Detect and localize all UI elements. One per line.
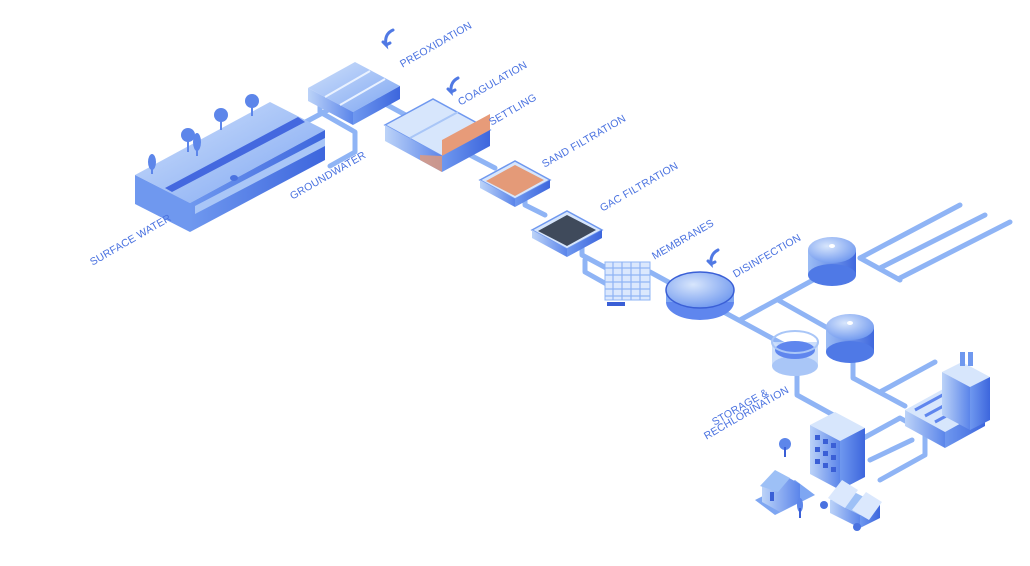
sand-filter [478, 160, 552, 207]
disinfection-basin [665, 271, 735, 320]
settling-basin [383, 98, 492, 172]
pipe-membranes-bypass [582, 257, 613, 289]
gac-filter [530, 210, 604, 257]
industrial-facility [905, 352, 990, 448]
pipe-settling-to-sand [467, 152, 498, 171]
pipe-grid-top-1 [857, 202, 963, 261]
pipes [297, 97, 1013, 483]
pipe-grid-top-2 [877, 212, 988, 271]
pipe-membranes-to-disinfection [647, 269, 675, 287]
residential-houses [755, 438, 882, 531]
storage-rechlorination-tank [771, 330, 819, 376]
pipe-storage-to-building [794, 372, 838, 419]
apartment-building [810, 412, 865, 490]
pipe-tank2-to-industry [850, 357, 908, 409]
disinfection-arrow-icon [706, 248, 720, 269]
preoxidation-arrow-icon [381, 28, 395, 50]
water-tower-tank-2 [826, 314, 874, 363]
tree-icons [148, 94, 259, 174]
pipe-grid-top-3 [897, 219, 1013, 281]
preoxidation-tank [308, 62, 400, 125]
pipe-groundwater [317, 97, 358, 169]
coagulation-arrow-icon [446, 76, 460, 97]
pipe-grid-top-spine [857, 255, 903, 283]
pipe-building-grid-2 [867, 437, 915, 463]
pipe-industry-grid [877, 359, 938, 395]
membrane-module [604, 261, 651, 306]
pipe-gac-to-membranes [579, 244, 613, 273]
pipe-disinfection-to-storage [717, 307, 793, 351]
water-tower-tank-1 [808, 237, 856, 286]
surface-water-block [135, 94, 325, 232]
